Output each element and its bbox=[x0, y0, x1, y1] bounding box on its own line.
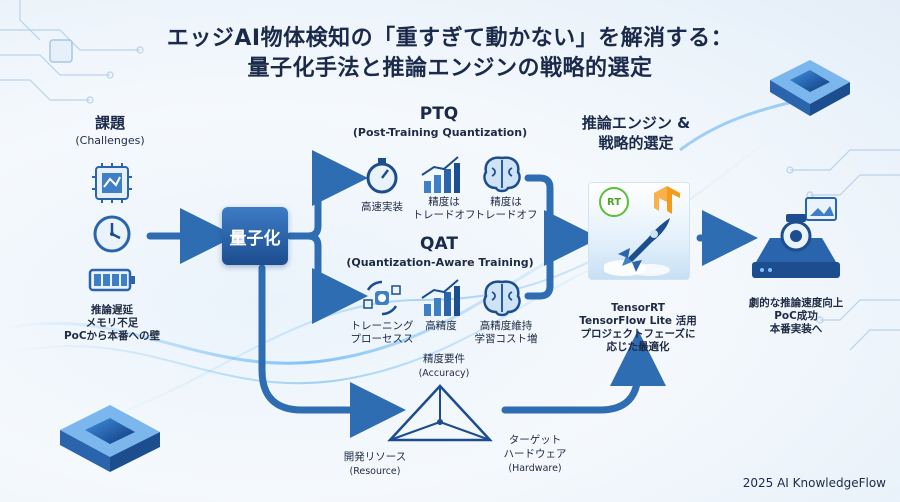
qat-item-accuracy: 高精度 bbox=[425, 320, 457, 332]
challenges-heading: 課題 bbox=[94, 114, 125, 132]
ptq-item-fast: 高速実装 bbox=[361, 201, 403, 213]
ptq-item-tradeoff-2: 精度は トレードオフ bbox=[474, 196, 538, 221]
rocket-icon bbox=[604, 218, 670, 276]
engine-heading-1: 推論エンジン & bbox=[581, 114, 691, 132]
triangle-icon bbox=[387, 384, 493, 442]
light-stream bbox=[0, 228, 621, 365]
engine-heading-2: 戦略的選定 bbox=[598, 134, 674, 152]
triangle-right-label-2: ハードウェア bbox=[503, 448, 567, 460]
arrow-qat-to-engine bbox=[524, 242, 554, 300]
qat-heading: QAT bbox=[420, 234, 458, 254]
chip-top-left-icon bbox=[49, 39, 73, 63]
quantize-box: 量子化 bbox=[222, 207, 288, 265]
triangle-right-label-1: ターゲット bbox=[508, 434, 562, 446]
ptq-heading: PTQ bbox=[419, 104, 459, 124]
triangle-left-sub: (Resource) bbox=[349, 466, 401, 477]
result-poc: PoC成功 bbox=[774, 310, 818, 322]
arrow-triangle-to-engine bbox=[501, 330, 666, 414]
engine-line-phase: プロジェクトフェーズに bbox=[580, 328, 696, 340]
qat-item-training: トレーニング プローセスス bbox=[350, 320, 414, 345]
chip-top-right-icon bbox=[770, 60, 850, 116]
challenge-poc-wall: PoCから本番への壁 bbox=[63, 330, 161, 342]
qat-item-cost: 高精度維持 学習コスト増 bbox=[474, 320, 538, 345]
challenge-latency: 推論遅延 bbox=[91, 304, 133, 316]
ptq-subheading: (Post-Training Quantization) bbox=[352, 126, 528, 139]
qat-subheading: (Quantization-Aware Training) bbox=[346, 256, 534, 269]
engine-line-tflite: TensorFlow Lite 活用 bbox=[579, 315, 697, 327]
engine-line-optimize: 応じた最適化 bbox=[606, 341, 670, 353]
circuit-traces-right bbox=[786, 149, 900, 351]
page-subtitle: 量子化手法と推論エンジンの戦略的選定 bbox=[247, 56, 653, 81]
light-stream bbox=[679, 98, 801, 152]
training-cycle-icon bbox=[363, 280, 401, 316]
clock-icon bbox=[93, 215, 131, 253]
triangle-right-sub: (Hardware) bbox=[508, 463, 562, 474]
arrow-to-triangle bbox=[258, 264, 406, 438]
arrow-ptq-to-engine bbox=[524, 174, 600, 266]
tensorrt-badge: RT bbox=[599, 187, 629, 217]
bar-chart-up-icon bbox=[421, 279, 460, 316]
footer-credit: 2025 AI KnowledgeFlow bbox=[742, 476, 886, 490]
cpu-icon bbox=[92, 163, 132, 203]
engine-line-tensorrt: TensorRT bbox=[611, 302, 665, 314]
result-production: 本番実装へ bbox=[769, 323, 823, 335]
brain-icon bbox=[483, 280, 521, 317]
challenge-memory: メモリ不足 bbox=[85, 317, 139, 329]
chip-bottom-left-icon bbox=[60, 405, 160, 472]
bar-chart-up-icon bbox=[421, 156, 460, 193]
stopwatch-icon bbox=[366, 158, 398, 194]
tensorflow-icon bbox=[654, 186, 680, 214]
ptq-item-tradeoff: 精度は トレードオフ bbox=[412, 196, 476, 221]
edge-device-icon bbox=[752, 197, 840, 278]
battery-icon bbox=[88, 268, 135, 292]
page-title: エッジAI物体検知の「重すぎて動かない」を解消する： bbox=[166, 26, 734, 51]
brain-icon bbox=[483, 156, 521, 193]
arrow-to-qat bbox=[304, 232, 368, 324]
triangle-left-label: 開発リソース bbox=[343, 451, 407, 463]
triangle-top-sub: (Accuracy) bbox=[418, 368, 470, 379]
challenges-subheading: (Challenges) bbox=[75, 134, 145, 147]
result-speedup: 劇的な推論速度向上 bbox=[748, 297, 844, 309]
triangle-top-label: 精度要件 bbox=[423, 353, 465, 365]
arrow-to-ptq bbox=[286, 150, 368, 240]
